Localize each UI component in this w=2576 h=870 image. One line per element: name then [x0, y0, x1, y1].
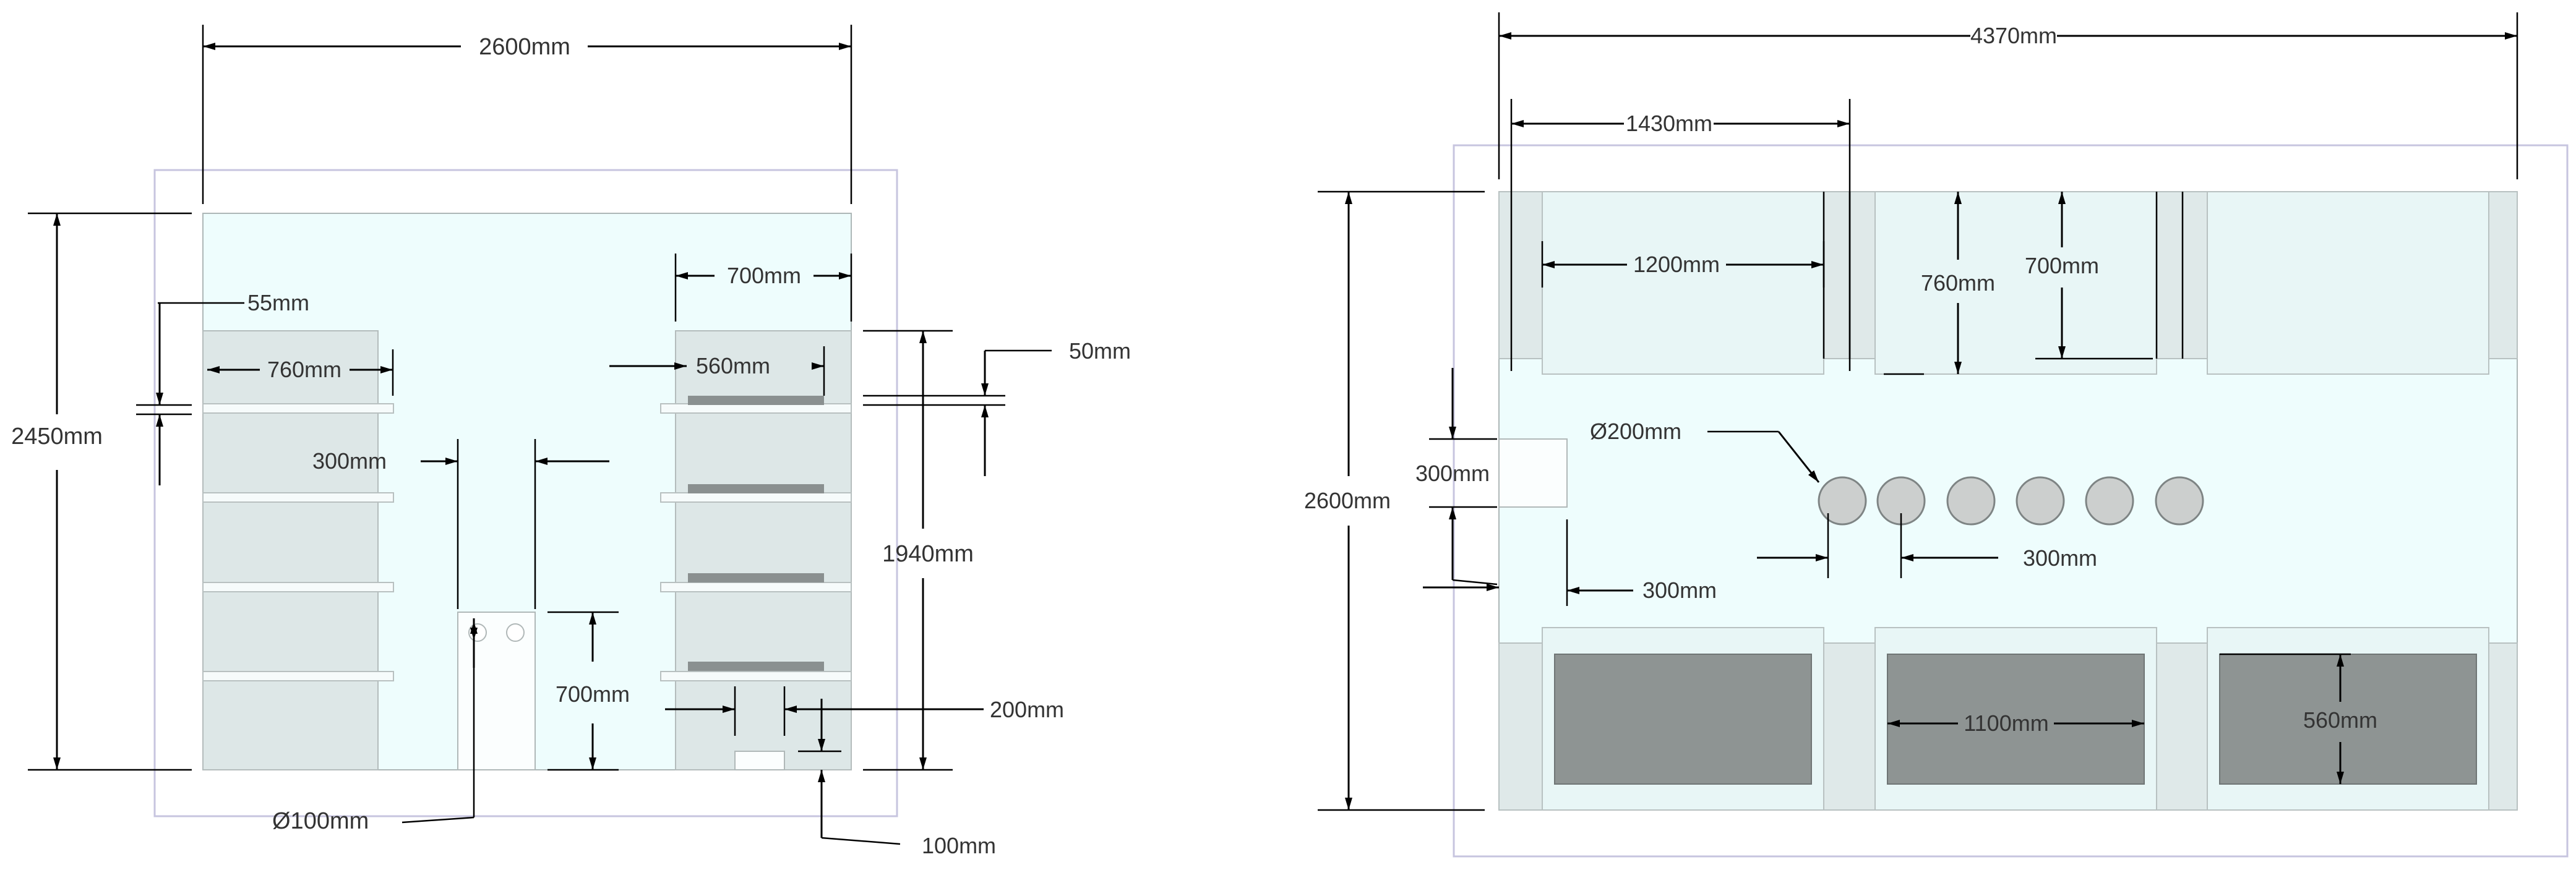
label-pipe-100mm: Ø100mm — [272, 808, 369, 834]
dim-plan-1100: 1100mm — [1887, 710, 2144, 736]
hob-burners — [1818, 476, 2204, 526]
side-opening — [1498, 438, 1568, 508]
dim-elev-700-top: 700mm — [674, 254, 852, 322]
elevation-view: 2600mm 2450mm 55mm 760mm — [11, 25, 1131, 858]
label-200mm-circle: Ø200mm — [1590, 419, 1681, 444]
label-55mm: 55mm — [247, 290, 309, 315]
label-2600mm: 2600mm — [479, 34, 570, 60]
label-100mm: 100mm — [922, 833, 996, 858]
upper-cabinets — [1498, 191, 2518, 375]
dim-elev-100: 100mm — [798, 699, 996, 858]
label-760mm: 760mm — [267, 357, 341, 382]
dim-elev-300: 300mm — [312, 439, 609, 609]
label-700mm-plan: 700mm — [2025, 253, 2099, 278]
dim-elev-700-cab: 700mm — [547, 611, 630, 771]
dim-elev-200: 200mm — [665, 686, 1064, 736]
dim-plan-circle: Ø200mm — [1590, 419, 1820, 483]
dim-plan-side-300: 300mm — [1415, 368, 1498, 586]
dim-elev-55: 55mm — [136, 290, 309, 485]
plan-outline — [1453, 144, 2569, 858]
label-1430mm: 1430mm — [1626, 111, 1712, 136]
dim-elev-760: 760mm — [207, 349, 394, 396]
label-1940mm: 1940mm — [882, 541, 974, 567]
dim-plan-560: 560mm — [2220, 653, 2377, 784]
dim-elev-560: 560mm — [609, 346, 825, 396]
label-50mm: 50mm — [1069, 338, 1131, 364]
label-2450mm: 2450mm — [11, 424, 103, 450]
dim-elev-1940: 1940mm — [863, 330, 974, 771]
dim-plan-1200: 1200mm — [1541, 241, 1825, 288]
elevation-outline — [153, 169, 898, 817]
plan-view: 4370mm 1430mm 1200mm 760mm — [1304, 12, 2569, 858]
label-560mm-plan: 560mm — [2303, 707, 2377, 733]
label-300mm-elev: 300mm — [312, 448, 387, 474]
dim-plan-700: 700mm — [2025, 192, 2153, 360]
right-shelf-unit — [660, 330, 852, 770]
label-2600mm-plan: 2600mm — [1304, 488, 1391, 513]
lower-cabinets — [1498, 627, 2518, 811]
dim-plan-offset: 300mm — [1423, 519, 1717, 606]
dim-elev-pipe: Ø100mm — [272, 618, 478, 834]
label-300mm-spacing: 300mm — [2023, 545, 2097, 571]
dim-plan-1430: 1430mm — [1510, 99, 1851, 371]
dim-plan-760: 760mm — [1884, 192, 1995, 375]
label-1200mm: 1200mm — [1633, 252, 1720, 277]
dim-elev-width: 2600mm — [202, 25, 852, 204]
label-700mm-top: 700mm — [727, 263, 801, 288]
center-cabinet — [457, 612, 536, 770]
dim-elev-height: 2450mm — [11, 212, 192, 771]
label-4370mm: 4370mm — [1970, 23, 2057, 48]
dim-elev-50: 50mm — [863, 338, 1131, 476]
label-560mm: 560mm — [696, 353, 770, 378]
dim-plan-height: 2600mm — [1304, 190, 1485, 811]
left-shelf-unit — [202, 330, 394, 770]
label-300mm-side: 300mm — [1415, 461, 1490, 486]
label-760mm-plan: 760mm — [1921, 270, 1995, 296]
label-300mm-offset: 300mm — [1642, 578, 1717, 603]
label-700mm-cab: 700mm — [556, 681, 630, 707]
label-200mm: 200mm — [990, 697, 1064, 722]
dim-plan-spacing: 300mm — [1757, 513, 2097, 578]
label-1100mm: 1100mm — [1964, 710, 2048, 736]
dim-plan-width: 4370mm — [1498, 12, 2518, 179]
